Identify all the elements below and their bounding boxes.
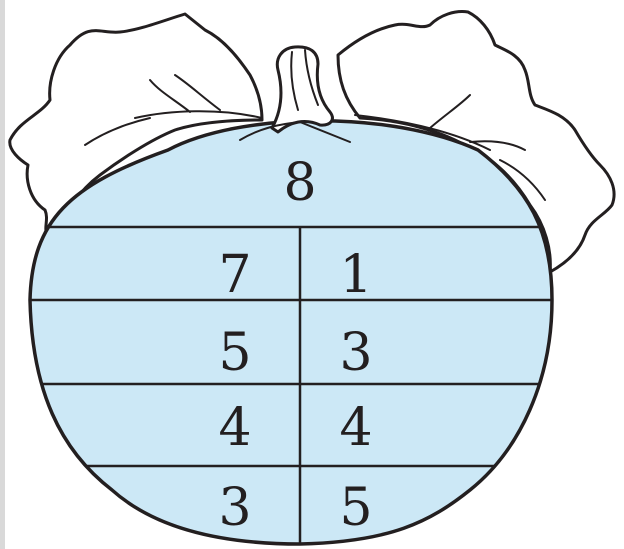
row-2-right-part: 3 bbox=[339, 323, 372, 383]
row-1-left-part: 7 bbox=[218, 245, 251, 305]
whole-number: 8 bbox=[283, 153, 316, 213]
row-1-right-part: 1 bbox=[339, 245, 372, 305]
row-2-left-part: 5 bbox=[218, 323, 251, 383]
row-4-left-part: 3 bbox=[218, 478, 251, 538]
row-3-right-part: 4 bbox=[339, 398, 372, 458]
row-3-left-part: 4 bbox=[218, 398, 251, 458]
stem-icon bbox=[272, 47, 332, 132]
row-4-right-part: 5 bbox=[339, 478, 372, 538]
